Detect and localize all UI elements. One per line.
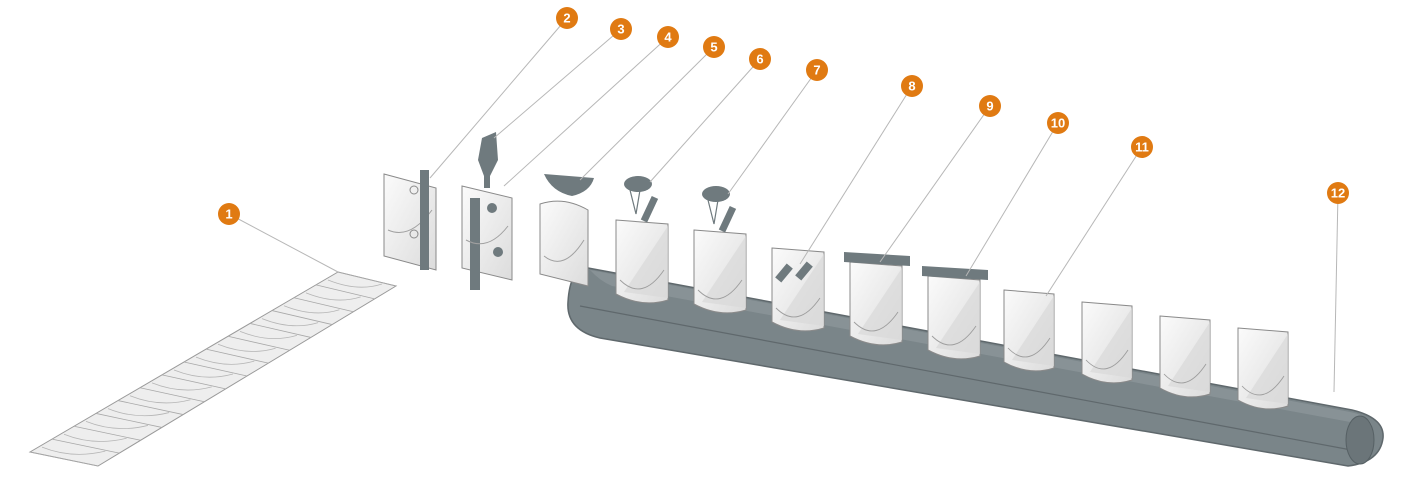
leader-line-7 [728,70,817,194]
conveyor-pouch [772,248,824,331]
badge-number: 1 [225,207,232,222]
badge-number: 6 [756,52,763,67]
stations [384,132,594,290]
callout-badge-11: 11 [1131,136,1153,158]
leader-line-1 [229,214,338,272]
callout-badge-12: 12 [1327,182,1349,204]
conveyor-pouch [616,176,668,303]
callout-badge-7: 7 [806,59,828,81]
leader-line-10 [966,123,1058,276]
pouch-opening-station [384,170,436,270]
hopper [478,132,498,188]
callout-badge-4: 4 [657,26,679,48]
badge-number: 7 [813,63,820,78]
suction-bar [420,170,429,270]
filler-arm [719,206,736,233]
callout-badge-9: 9 [979,95,1001,117]
leader-line-12 [1334,193,1338,392]
leader-line-2 [430,18,567,178]
conveyor-pouch [922,266,988,359]
badge-number: 8 [908,79,915,94]
leader-line-8 [800,86,912,264]
leader-line-6 [650,59,760,182]
film-strip-outline [30,272,396,466]
pouch [540,201,588,286]
conveyor-pouch [694,186,746,313]
funnel [544,174,594,196]
callout-badge-6: 6 [749,48,771,70]
conveyor-end-roller [1346,416,1374,464]
leader-line-9 [880,106,990,262]
callout-badge-1: 1 [218,203,240,225]
conveyor-pouch [1082,302,1132,383]
badge-number: 3 [617,22,624,37]
badge-number: 5 [710,40,717,55]
clamp-pin [487,203,497,213]
clamp-pin [493,247,503,257]
conveyor-pouch [1238,328,1288,409]
leader-line-3 [494,29,621,138]
badge-number: 2 [563,11,570,26]
conveyor-pouch [844,252,910,345]
pouch-film-strip [30,272,396,466]
filler-nozzle [630,190,640,214]
filler-arm [641,196,658,223]
pouch [462,186,512,280]
conveyor-pouch [1160,316,1210,397]
badge-number: 11 [1135,140,1149,155]
conveyor-pouch [1004,290,1054,371]
badge-number: 10 [1051,116,1065,131]
badge-number: 12 [1331,186,1345,201]
callout-badge-10: 10 [1047,112,1069,134]
leader-line-11 [1046,147,1142,296]
callout-badge-2: 2 [556,7,578,29]
filler-nozzle [708,200,718,224]
hopper-and-clamp-station [462,132,512,290]
badge-number: 9 [986,99,993,114]
funnel-station [540,174,594,286]
callout-badge-5: 5 [703,36,725,58]
callout-badge-8: 8 [901,75,923,97]
badge-number: 4 [664,30,672,45]
callout-badge-3: 3 [610,18,632,40]
leader-line-5 [580,47,714,180]
